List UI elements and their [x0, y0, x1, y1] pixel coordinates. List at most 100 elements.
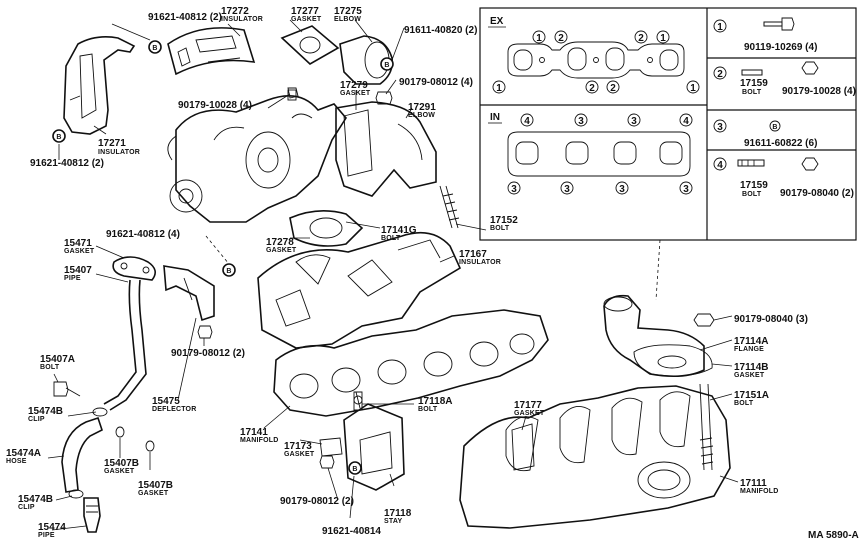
svg-text:B: B — [56, 134, 61, 141]
callout-91621-40812-a: 91621-40812 (2) — [148, 12, 222, 23]
svg-text:15407A: 15407A — [40, 354, 75, 365]
ref-ex-bot-2: 2 — [589, 83, 595, 94]
part-17141-manifold — [273, 309, 549, 417]
part-15475-deflector — [163, 265, 215, 322]
svg-text:3: 3 — [717, 122, 723, 133]
svg-text:91621-40812 (2): 91621-40812 (2) — [148, 12, 222, 23]
svg-text:PIPE: PIPE — [64, 275, 81, 282]
callout-90179-10028: 90179-10028 (4) — [178, 100, 252, 111]
ref-ex-bot-4: 1 — [690, 83, 696, 94]
svg-text:15474: 15474 — [38, 522, 66, 533]
svg-text:17291: 17291 — [408, 102, 436, 113]
part-15471-gasket — [112, 256, 156, 281]
part-17272-insulator — [167, 27, 256, 76]
ref-in-bot-1: 3 — [511, 184, 517, 195]
part-17118-stay — [343, 391, 405, 491]
svg-text:B: B — [152, 45, 157, 52]
part-17114B-gasket — [633, 344, 713, 377]
svg-text:INSULATOR: INSULATOR — [98, 149, 140, 156]
part-17277-gasket — [280, 25, 340, 65]
svg-text:STAY: STAY — [384, 518, 402, 525]
callout-91611-40820: 91611-40820 (2) — [404, 25, 477, 36]
callout-91621-40814: 91621-40814 — [322, 526, 381, 537]
svg-text:17173: 17173 — [284, 441, 312, 452]
svg-text:PIPE: PIPE — [38, 532, 55, 539]
svg-text:B: B — [384, 62, 389, 69]
svg-text:BOLT: BOLT — [418, 406, 438, 413]
callout-90179-08012-c: 90179-08012 (2) — [280, 496, 354, 507]
ref-in-top-4: 4 — [683, 116, 689, 127]
legend-1-part: 90119-10269 (4) — [744, 42, 817, 53]
part-15407-pipe — [103, 279, 147, 411]
svg-text:INSULATOR: INSULATOR — [459, 259, 501, 266]
svg-text:MANIFOLD: MANIFOLD — [740, 488, 779, 495]
legend-4-bolt-number: 17159 — [740, 180, 768, 191]
svg-text:GASKET: GASKET — [734, 372, 765, 379]
svg-text:1: 1 — [717, 22, 723, 33]
svg-text:17118: 17118 — [384, 508, 412, 519]
svg-text:BOLT: BOLT — [40, 364, 60, 371]
part-15474-pipe — [83, 497, 101, 533]
legend-4-bolt-name: BOLT — [742, 191, 762, 198]
part-15474B-clip — [68, 407, 108, 499]
svg-text:GASKET: GASKET — [291, 16, 322, 23]
part-15474A-hose — [61, 416, 103, 493]
svg-text:15475: 15475 — [152, 396, 180, 407]
svg-text:BOLT: BOLT — [734, 400, 754, 407]
svg-text:90179-08012 (2): 90179-08012 (2) — [171, 348, 245, 359]
legend-row-2: 2 17159 BOLT 90179-10028 (4) — [713, 61, 856, 97]
ref-ex-bot-1: 1 — [496, 83, 502, 94]
svg-text:15407B: 15407B — [104, 458, 139, 469]
svg-text:17111: 17111 — [740, 478, 767, 489]
ex-label: EX — [490, 16, 504, 27]
svg-text:17279: 17279 — [340, 80, 368, 91]
svg-text:91621-40812 (4): 91621-40812 (4) — [106, 229, 180, 240]
svg-text:17152: 17152 — [490, 215, 518, 226]
svg-text:15474B: 15474B — [18, 494, 53, 505]
part-17152-bolt — [439, 185, 460, 229]
svg-text:2: 2 — [717, 69, 723, 80]
svg-text:INSULATOR: INSULATOR — [221, 16, 263, 23]
ref-ex-top-4: 1 — [660, 33, 666, 44]
svg-text:GASKET: GASKET — [138, 490, 169, 497]
legend-3-part: 91611-60822 (6) — [744, 138, 817, 149]
callout-90179-08012-b: 90179-08012 (2) — [171, 348, 245, 359]
ex-gasket-drawing — [507, 41, 685, 79]
part-17271-insulator — [63, 36, 136, 135]
svg-text:GASKET: GASKET — [284, 451, 315, 458]
svg-text:DEFLECTOR: DEFLECTOR — [152, 406, 196, 413]
part-17173-gasket — [319, 437, 343, 457]
svg-text:90179-08040 (3): 90179-08040 (3) — [734, 314, 808, 325]
legend-2-bolt-number: 17159 — [740, 78, 768, 89]
svg-text:17114B: 17114B — [734, 362, 768, 373]
legend-row-3: 3 B 91611-60822 (6) — [713, 119, 817, 149]
svg-text:GASKET: GASKET — [104, 468, 135, 475]
callout-90179-08040-a: 90179-08040 (3) — [734, 314, 808, 325]
callout-91621-40812-c: 91621-40812 (4) — [106, 229, 180, 240]
part-15407B-gasket — [115, 426, 155, 452]
part-turbocharger — [167, 89, 347, 223]
svg-text:BOLT: BOLT — [381, 235, 401, 242]
leader-lines — [47, 19, 739, 531]
svg-text:17277: 17277 — [291, 6, 319, 17]
part-17151A-bolt — [699, 383, 714, 471]
svg-text:15474A: 15474A — [6, 448, 41, 459]
ref-in-top-2: 3 — [578, 116, 584, 127]
callout-90179-08012-a: 90179-08012 (4) — [399, 77, 473, 88]
b-marker-2: B — [380, 57, 394, 71]
svg-text:15471: 15471 — [64, 238, 92, 249]
svg-text:17272: 17272 — [221, 6, 249, 17]
legend-row-4: 4 17159 BOLT 90179-08040 (2) — [713, 157, 854, 199]
